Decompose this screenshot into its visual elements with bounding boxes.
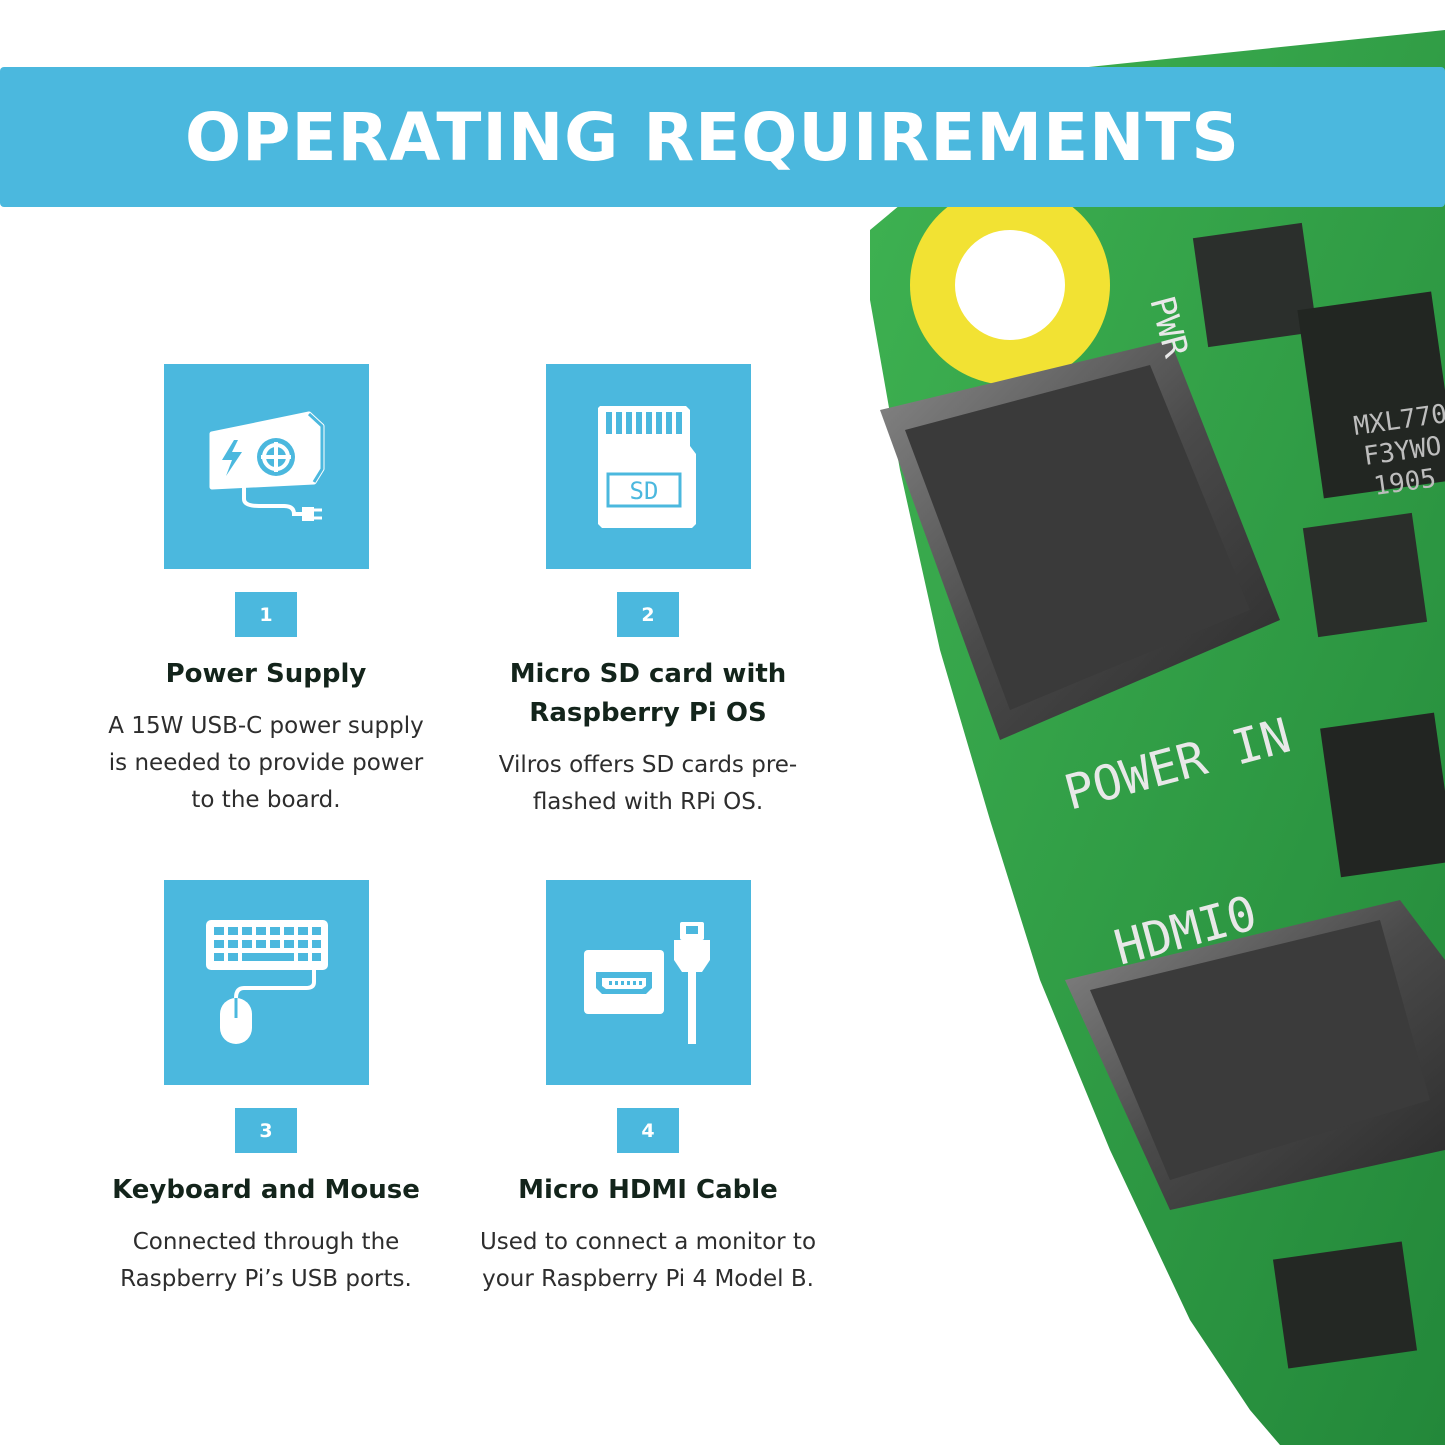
requirement-number-badge: 3 [235, 1108, 297, 1153]
requirement-number-badge: 4 [617, 1108, 679, 1153]
page-title: OPERATING REQUIREMENTS [185, 98, 1240, 176]
keyboard-mouse-icon-tile [163, 880, 369, 1085]
requirement-title: Power Supply [165, 659, 367, 689]
keyboard-mouse-icon [205, 920, 328, 1044]
requirement-description: Vilros offers SD cards pre-flashed with … [498, 752, 798, 815]
requirement-card-power-supply: 1 Power Supply A 15W USB-C power supply … [96, 364, 436, 819]
power-supply-icon-tile [163, 364, 369, 569]
svg-text:SD: SD [629, 477, 658, 505]
hdmi-cable-icon-tile [545, 880, 751, 1085]
requirement-title: Micro SD card with Raspberry Pi OS [509, 659, 787, 728]
requirement-title: Keyboard and Mouse [112, 1175, 420, 1205]
requirement-number-badge: 2 [617, 592, 679, 637]
header-banner: OPERATING REQUIREMENTS [0, 67, 1445, 207]
requirement-number-badge: 1 [235, 592, 297, 637]
requirement-title: Micro HDMI Cable [518, 1175, 778, 1205]
sd-card-icon-tile: SD [545, 364, 751, 569]
requirement-description: A 15W USB-C power supply is needed to pr… [108, 713, 424, 813]
hdmi-cable-icon [583, 922, 710, 1044]
power-supply-icon [209, 411, 324, 521]
requirement-description: Used to connect a monitor to your Raspbe… [479, 1229, 817, 1292]
requirement-description: Connected through the Raspberry Pi’s USB… [120, 1229, 412, 1292]
requirement-card-keyboard-mouse: 3 Keyboard and Mouse Connected through t… [96, 880, 436, 1298]
requirement-card-hdmi-cable: 4 Micro HDMI Cable Used to connect a mon… [478, 880, 818, 1298]
sd-card-icon: SD [597, 406, 696, 528]
requirement-card-sd-card: SD 2 Micro SD card with Raspberry Pi OS … [478, 364, 818, 821]
